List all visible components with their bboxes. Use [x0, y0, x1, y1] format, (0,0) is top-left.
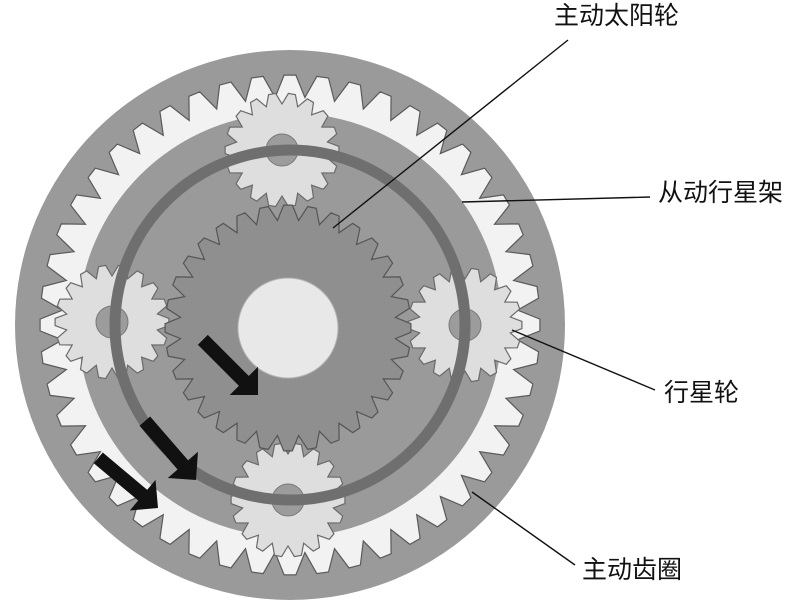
planet-carrier-label: 从动行星架	[658, 180, 783, 205]
sun-hub	[238, 278, 338, 378]
leader-ring-gear	[472, 492, 575, 565]
planet-gear-label: 行星轮	[664, 380, 739, 405]
ring-gear-label: 主动齿圈	[582, 557, 682, 582]
sun-gear-label: 主动太阳轮	[554, 3, 679, 28]
